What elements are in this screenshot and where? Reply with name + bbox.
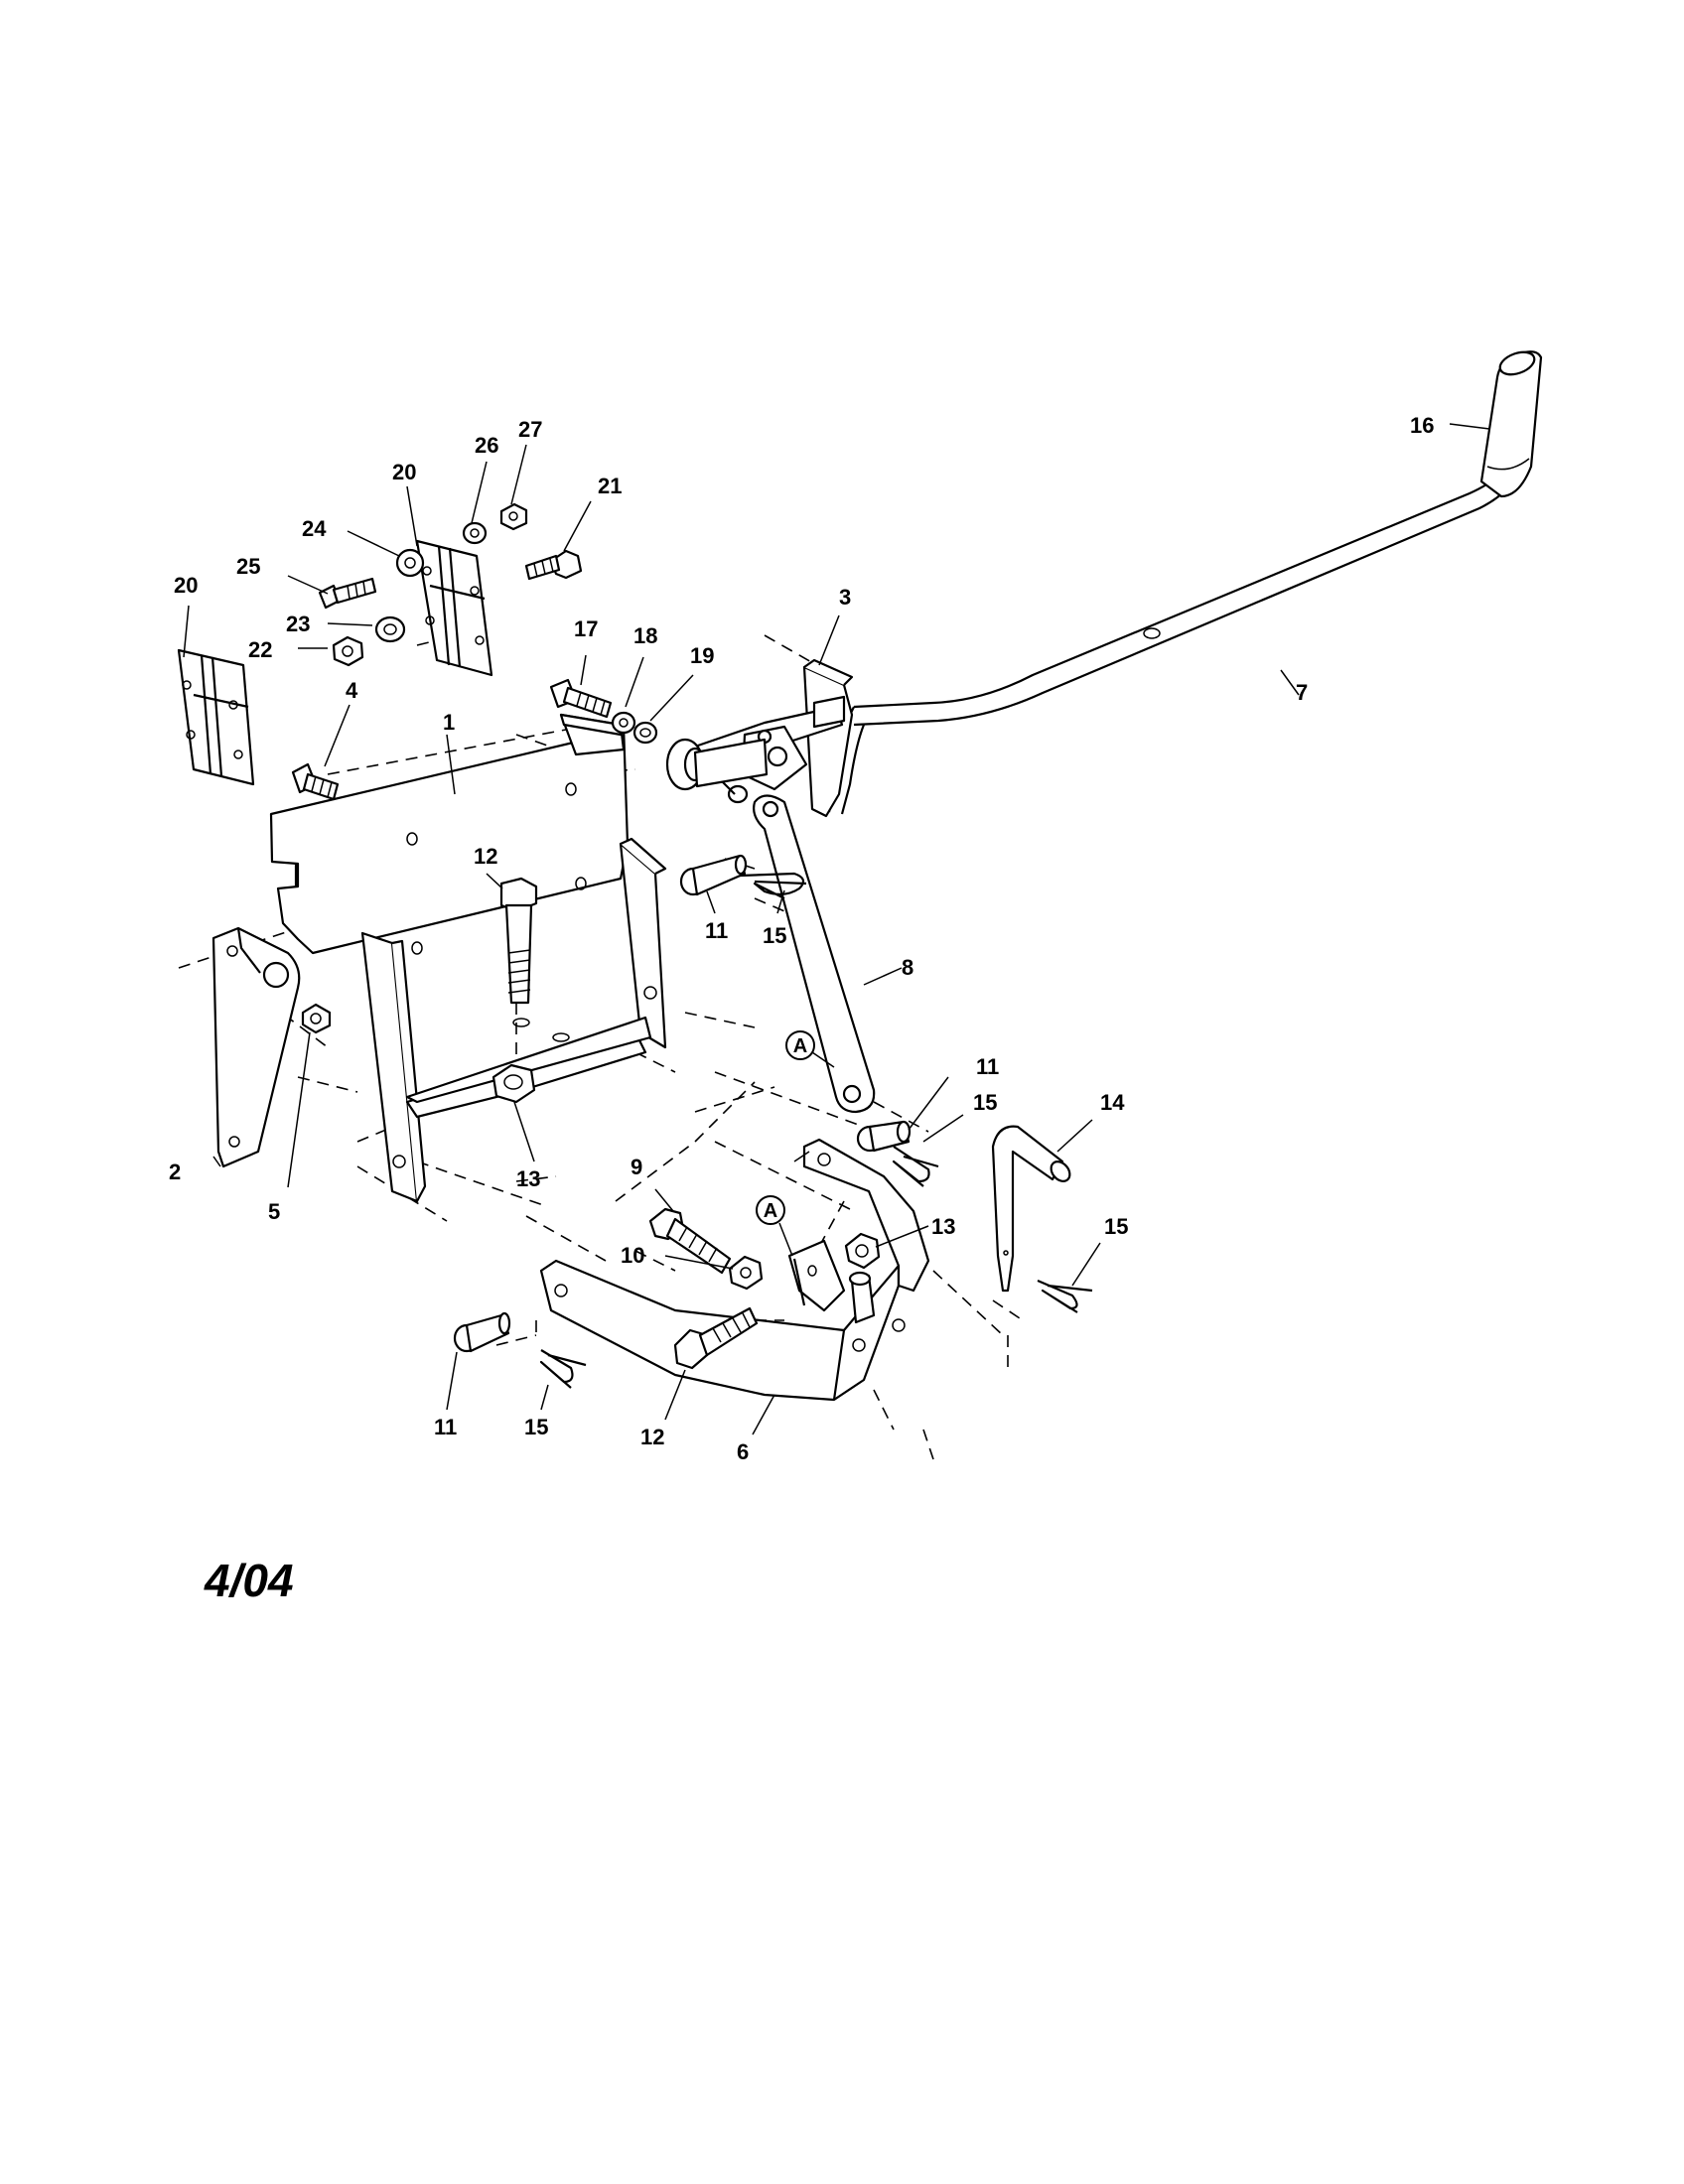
plate-20-right (415, 539, 493, 677)
lever-link (753, 794, 876, 1114)
label-16: 16 (1410, 413, 1434, 438)
nut-26 (462, 521, 488, 545)
label-27: 27 (518, 417, 542, 442)
label-8: 8 (902, 955, 913, 980)
lever-bracket (665, 658, 854, 818)
label-20a: 20 (174, 573, 198, 598)
label-11c: 11 (434, 1415, 457, 1439)
label-13b: 13 (931, 1214, 955, 1239)
label-19: 19 (690, 643, 714, 668)
washer-19 (632, 721, 658, 745)
label-1: 1 (443, 710, 455, 735)
bolt-12-lower (673, 1306, 759, 1370)
bolt-9 (648, 1207, 732, 1275)
label-23: 23 (286, 612, 310, 636)
side-bracket (211, 926, 301, 1168)
hair-clip-15-lower (539, 1349, 587, 1389)
shift-rod (827, 474, 1508, 815)
label-4: 4 (346, 678, 358, 703)
label-17: 17 (574, 616, 598, 641)
label-10: 10 (621, 1243, 644, 1268)
label-22: 22 (248, 637, 272, 662)
bolt-12-upper (499, 877, 538, 1005)
label-12a: 12 (474, 844, 497, 869)
label-7: 7 (1296, 680, 1308, 705)
label-13a: 13 (516, 1166, 540, 1191)
bolt-17 (549, 678, 613, 719)
svg-text:A: A (764, 1200, 777, 1222)
label-20b: 20 (392, 460, 416, 484)
label-11a: 11 (705, 918, 728, 943)
label-18: 18 (633, 623, 657, 648)
label-12b: 12 (640, 1425, 664, 1449)
label-3: 3 (839, 585, 851, 610)
part-labels: 16 7 3 1 4 20 20 26 27 21 24 25 23 22 17… (169, 413, 1434, 1464)
nut-18 (611, 711, 636, 735)
label-21: 21 (598, 474, 622, 498)
nut-5 (301, 1003, 332, 1034)
hair-clip-15-pin (1037, 1279, 1093, 1313)
label-24: 24 (302, 516, 327, 541)
bolt-25 (318, 577, 377, 610)
hair-clip-15-upper (739, 872, 807, 899)
bolt-21 (524, 549, 583, 581)
nut-10 (728, 1255, 764, 1291)
hair-clip-15-right (892, 1146, 939, 1187)
callout-a-upper: A (785, 1030, 835, 1068)
label-26: 26 (475, 433, 498, 458)
clevis-pin-11-lower (453, 1311, 511, 1353)
nut-27 (499, 502, 528, 531)
washer-24 (395, 548, 425, 578)
washer-23 (374, 615, 406, 643)
shift-grip (1479, 350, 1543, 498)
svg-text:A: A (793, 1035, 807, 1057)
label-9: 9 (631, 1155, 642, 1179)
label-5: 5 (268, 1199, 280, 1224)
label-15b: 15 (973, 1090, 997, 1115)
label-15c: 15 (1104, 1214, 1128, 1239)
label-14: 14 (1100, 1090, 1125, 1115)
nut-22 (332, 635, 364, 667)
nut-13-upper (491, 1063, 536, 1104)
label-15d: 15 (524, 1415, 548, 1439)
callout-a-lower: A (756, 1195, 793, 1257)
leader-lines (183, 423, 1490, 1435)
nut-13-lower (844, 1232, 881, 1270)
clevis-pin-11-upper (679, 854, 748, 896)
label-15a: 15 (763, 923, 786, 948)
plate-20-left (177, 648, 255, 786)
label-6: 6 (737, 1439, 749, 1464)
clevis-pin-11-right (856, 1120, 912, 1153)
lock-pin (991, 1125, 1071, 1293)
label-2: 2 (169, 1160, 181, 1184)
bolt-4 (291, 762, 340, 801)
label-25: 25 (236, 554, 260, 579)
date-code: 4/04 (204, 1555, 294, 1606)
label-11b: 11 (976, 1054, 999, 1079)
